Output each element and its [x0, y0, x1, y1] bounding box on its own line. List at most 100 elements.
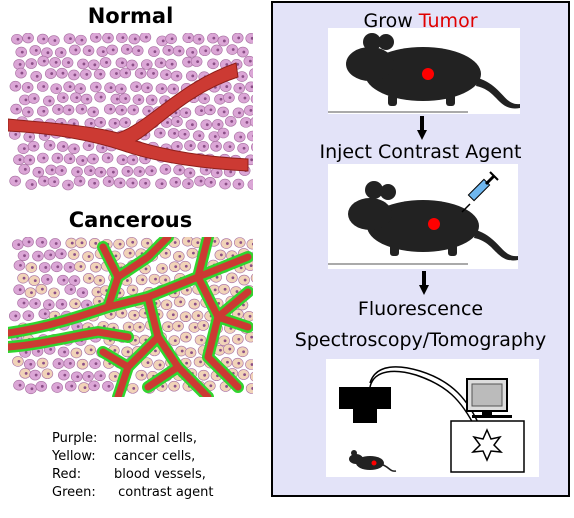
cell-nucleus — [42, 59, 46, 63]
cell-nucleus — [118, 242, 122, 246]
cell-nucleus — [250, 36, 253, 40]
cell-nucleus — [213, 288, 217, 292]
cell-nucleus — [128, 325, 132, 329]
cell-nucleus — [150, 169, 154, 173]
cell-nucleus — [37, 254, 41, 258]
cell-nucleus — [239, 135, 243, 139]
cell-nucleus — [173, 241, 177, 244]
cell-nucleus — [164, 251, 168, 255]
cell-nucleus — [105, 61, 108, 64]
cell-nucleus — [18, 158, 22, 162]
cell-nucleus — [54, 61, 58, 64]
cell-nucleus — [50, 72, 54, 75]
cell-nucleus — [190, 351, 193, 355]
cell-nucleus — [179, 300, 183, 304]
cell — [245, 359, 253, 370]
cell-nucleus — [242, 50, 246, 54]
cell-nucleus — [237, 361, 241, 365]
cell-nucleus — [24, 351, 28, 354]
cell-nucleus — [85, 73, 89, 76]
cell-nucleus — [187, 182, 191, 186]
step1-prefix: Grow — [363, 10, 419, 32]
cell-nucleus — [70, 384, 74, 388]
legend-key: Yellow: — [52, 449, 96, 464]
cell-nucleus — [187, 36, 191, 40]
cell-nucleus — [193, 326, 197, 329]
cell-nucleus — [41, 240, 44, 244]
cell-nucleus — [238, 111, 241, 115]
cell-nucleus — [173, 131, 176, 135]
cell-nucleus — [62, 278, 66, 282]
cell-nucleus — [209, 108, 213, 112]
cell-nucleus — [223, 339, 227, 343]
cell-nucleus — [63, 373, 67, 377]
cell-nucleus — [215, 275, 219, 279]
cell-nucleus — [222, 110, 226, 114]
cell-nucleus — [18, 288, 22, 292]
cell-nucleus — [79, 179, 82, 183]
cell-nucleus — [176, 145, 180, 148]
camera-icon — [339, 387, 391, 423]
cell-nucleus — [185, 335, 189, 339]
legend-value: cancer cells, — [114, 449, 196, 464]
cell-nucleus — [178, 254, 182, 258]
cell-nucleus — [173, 339, 177, 342]
cell-nucleus — [48, 99, 52, 103]
cell-nucleus — [37, 349, 40, 353]
cell-nucleus — [35, 74, 39, 78]
cell-nucleus — [226, 242, 229, 245]
cell-nucleus — [42, 109, 46, 113]
cell-nucleus — [126, 279, 129, 282]
cell-nucleus — [76, 375, 80, 379]
cell-nucleus — [167, 325, 171, 329]
cell-nucleus — [113, 348, 117, 352]
cell-nucleus — [213, 135, 217, 138]
cell-nucleus — [204, 49, 208, 53]
cell-nucleus — [23, 167, 27, 171]
cell-nucleus — [19, 263, 22, 267]
cell-nucleus — [82, 362, 85, 366]
cell-nucleus — [228, 145, 232, 149]
cell-nucleus — [42, 85, 46, 88]
cell-nucleus — [231, 276, 235, 280]
cell-nucleus — [57, 362, 61, 365]
cell-nucleus — [33, 144, 36, 148]
cell-nucleus — [75, 351, 79, 355]
step-grow-tumor: Grow Tumor — [273, 9, 568, 33]
cell-nucleus — [138, 170, 142, 173]
cell-nucleus — [251, 387, 253, 390]
legend-row-purple: Purple:normal cells, — [52, 430, 213, 448]
tumor-dot — [422, 68, 434, 80]
cell-nucleus — [245, 120, 249, 124]
step-inject-contrast: Inject Contrast Agent — [319, 141, 522, 163]
step-fluorescence-line2: Spectroscopy/Tomography — [294, 329, 547, 351]
cell-nucleus — [99, 374, 103, 378]
cell-nucleus — [146, 361, 150, 365]
cell — [249, 117, 253, 127]
procedure-panel: Grow Tumor Inject Contrast Agent — [271, 1, 570, 497]
cell-nucleus — [200, 109, 203, 113]
cell-nucleus — [203, 373, 207, 377]
cell — [245, 33, 253, 44]
cell-nucleus — [193, 302, 197, 306]
cell-nucleus — [215, 144, 219, 148]
cell-nucleus — [60, 169, 64, 172]
cell-nucleus — [92, 110, 96, 114]
cell-nucleus — [73, 147, 77, 151]
cell-nucleus — [17, 243, 21, 247]
cell-nucleus — [30, 266, 34, 269]
cell-nucleus — [87, 255, 91, 258]
cell-nucleus — [131, 63, 135, 67]
cell-nucleus — [28, 158, 32, 162]
cell-nucleus — [196, 241, 200, 245]
cell-nucleus — [174, 111, 178, 115]
cell-nucleus — [30, 62, 34, 65]
cell-nucleus — [229, 170, 233, 174]
cell-nucleus — [191, 50, 195, 54]
cell-nucleus — [40, 384, 44, 388]
cell-nucleus — [242, 350, 245, 354]
cell-nucleus — [55, 87, 59, 91]
cell-nucleus — [146, 86, 150, 90]
cell — [246, 130, 253, 142]
cell-nucleus — [198, 134, 202, 138]
